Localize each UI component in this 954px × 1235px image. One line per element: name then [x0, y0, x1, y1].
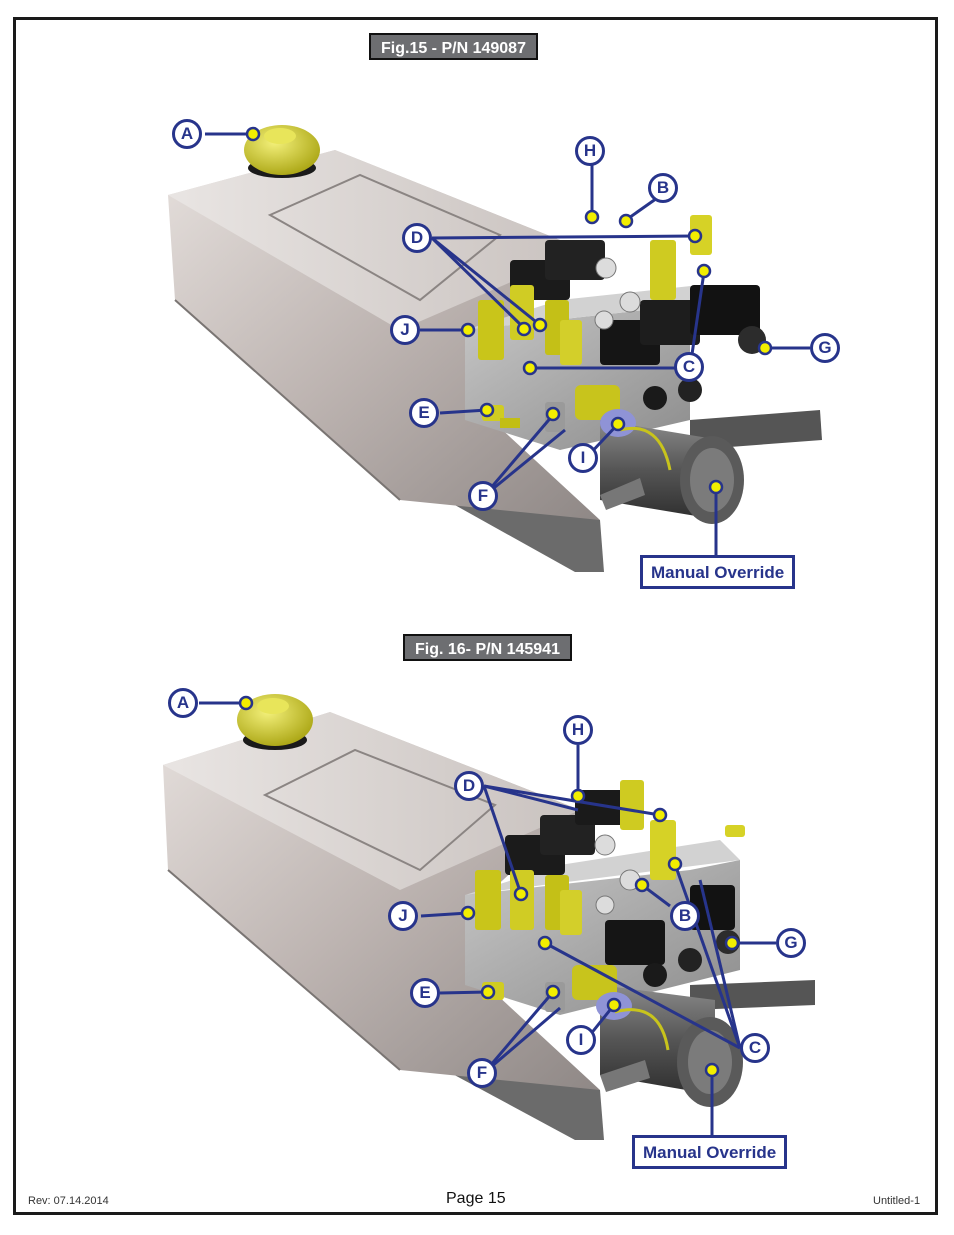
callout-e: E [410, 978, 440, 1008]
callout-g: G [776, 928, 806, 958]
callout-j: J [390, 315, 420, 345]
callout-f: F [468, 481, 498, 511]
callout-e: E [409, 398, 439, 428]
callout-a: A [168, 688, 198, 718]
callout-b: B [648, 173, 678, 203]
callout-c: C [740, 1033, 770, 1063]
callout-b: B [670, 901, 700, 931]
callout-i: I [568, 443, 598, 473]
manual-override-label: Manual Override [632, 1135, 788, 1169]
manual-override-label: Manual Override [640, 555, 796, 589]
callout-c: C [674, 352, 704, 382]
callout-i: I [566, 1025, 596, 1055]
callout-f: F [467, 1058, 497, 1088]
revision-date: Rev: 07.14.2014 [28, 1195, 109, 1207]
callout-d: D [454, 771, 484, 801]
callout-j: J [388, 901, 418, 931]
figure-16-title: Fig. 16- P/N 145941 [403, 634, 572, 661]
page-frame [13, 17, 938, 1215]
callout-g: G [810, 333, 840, 363]
callout-h: H [575, 136, 605, 166]
callout-d: D [402, 223, 432, 253]
callout-a: A [172, 119, 202, 149]
page-number: Page 15 [446, 1190, 506, 1207]
figure-15-title: Fig.15 - P/N 149087 [369, 33, 538, 60]
file-name: Untitled-1 [873, 1195, 921, 1207]
callout-h: H [563, 715, 593, 745]
